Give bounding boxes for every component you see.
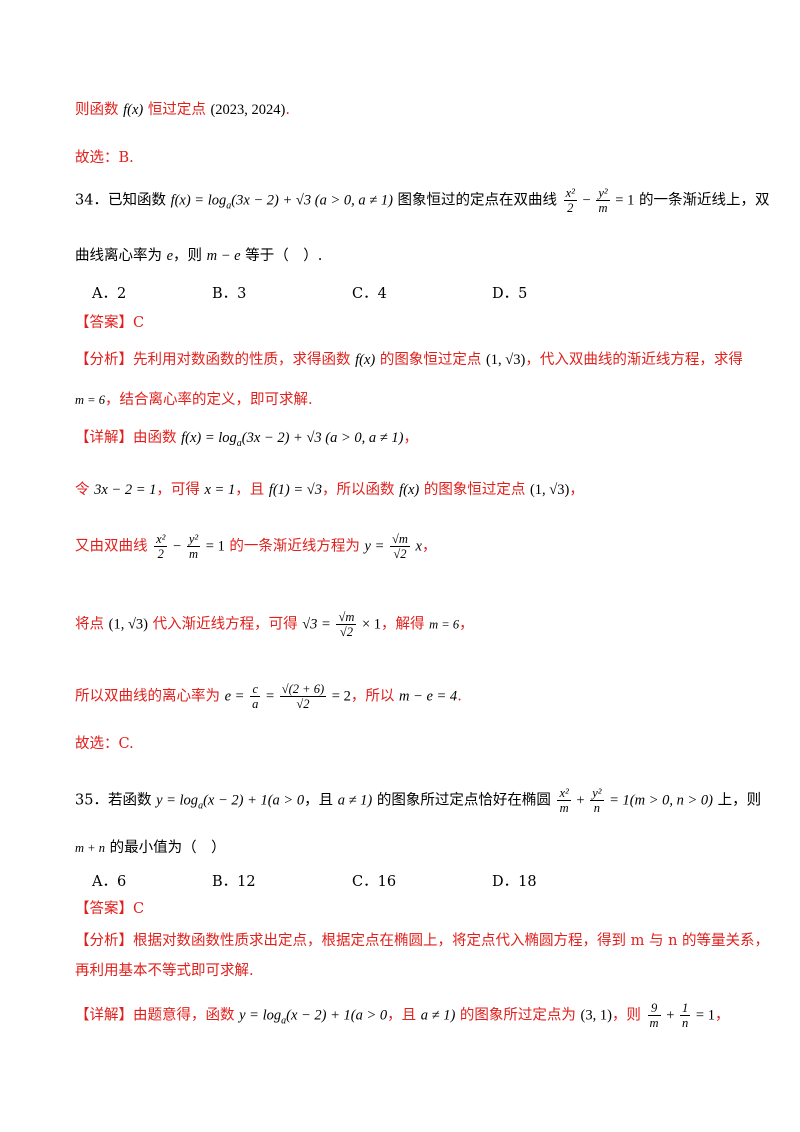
analysis-34-line1: 【分析】先利用对数函数的性质，求得函数 f(x) 的图象恒过定点 (1, √3)…: [75, 352, 743, 368]
text: 的一条渐近线上，双: [634, 192, 770, 209]
analysis-tag: 【分析】: [75, 352, 133, 368]
option-a[interactable]: A．2: [92, 286, 127, 302]
question-35-line2: m + n 的最小值为（ ）: [75, 840, 226, 856]
math: (3x − 2) + √3 (a > 0, a ≠ 1): [231, 192, 393, 209]
text: ，则: [173, 248, 207, 264]
text: 故选：B.: [75, 150, 134, 166]
option-c[interactable]: C．4: [352, 286, 387, 302]
line-select-c: 故选：C.: [75, 736, 134, 752]
question-34-line2: 曲线离心率为 e，则 m − e 等于（ ）.: [75, 246, 322, 266]
detail-34-line2: 令 3x − 2 = 1，可得 x = 1，且 f(1) = √3，所以函数 f…: [75, 482, 584, 498]
math-fx: f(x): [123, 102, 144, 118]
question-35-line1: 35．若函数 y = loga(x − 2) + 1(a > 0，且 a ≠ 1…: [75, 786, 762, 815]
text: 恒过定点: [143, 102, 211, 118]
math: m − e: [206, 248, 241, 264]
detail-35-line1: 【详解】由题意得，函数 y = loga(x − 2) + 1(a > 0，且 …: [75, 1001, 730, 1030]
answer-35: 【答案】C: [75, 901, 145, 917]
option-d[interactable]: D．5: [492, 286, 528, 302]
analysis-34-line2: m = 6，结合离心率的定义，即可求解.: [75, 392, 313, 408]
detail-34-line4: 将点 (1, √3) 代入渐近线方程，可得 √3 = √m√2 × 1，解得 m…: [75, 610, 474, 639]
answer-tag: 【答案】: [75, 315, 133, 331]
option-b[interactable]: B．12: [212, 874, 256, 890]
text: .: [285, 102, 290, 118]
line-fixed-point: 则函数 f(x) 恒过定点 (2023, 2024).: [75, 100, 290, 120]
detail-tag: 【详解】: [75, 430, 133, 446]
math-point: (2023, 2024): [210, 102, 286, 118]
text: 则函数: [75, 102, 124, 118]
answer-34: 【答案】C: [75, 313, 144, 333]
math-sub: a: [226, 200, 232, 212]
text: 曲线离心率为: [75, 248, 167, 264]
answer-value: C: [133, 315, 145, 331]
line-select-b: 故选：B.: [75, 148, 134, 168]
text: 图象恒过的定点在双曲线: [392, 192, 562, 209]
math: f(x) = log: [170, 192, 227, 209]
option-b[interactable]: B．3: [212, 286, 247, 302]
option-a[interactable]: A．6: [92, 874, 127, 890]
analysis-35-line2: 再利用基本不等式即可求解.: [75, 963, 254, 979]
math: = 1: [611, 192, 635, 209]
detail-34-line1: 【详解】由函数 f(x) = loga(3x − 2) + √3 (a > 0,…: [75, 430, 418, 449]
option-c[interactable]: C．16: [352, 874, 397, 890]
text: 等于（ ）.: [240, 248, 323, 264]
math: e: [166, 248, 174, 264]
analysis-35-line1: 【分析】根据对数函数性质求出定点，根据定点在椭圆上，将定点代入椭圆方程，得到 m…: [75, 933, 770, 949]
text: 34．已知函数: [75, 192, 171, 209]
question-34-line1: 34．已知函数 f(x) = loga(3x − 2) + √3 (a > 0,…: [75, 186, 770, 215]
option-d[interactable]: D．18: [492, 874, 537, 890]
